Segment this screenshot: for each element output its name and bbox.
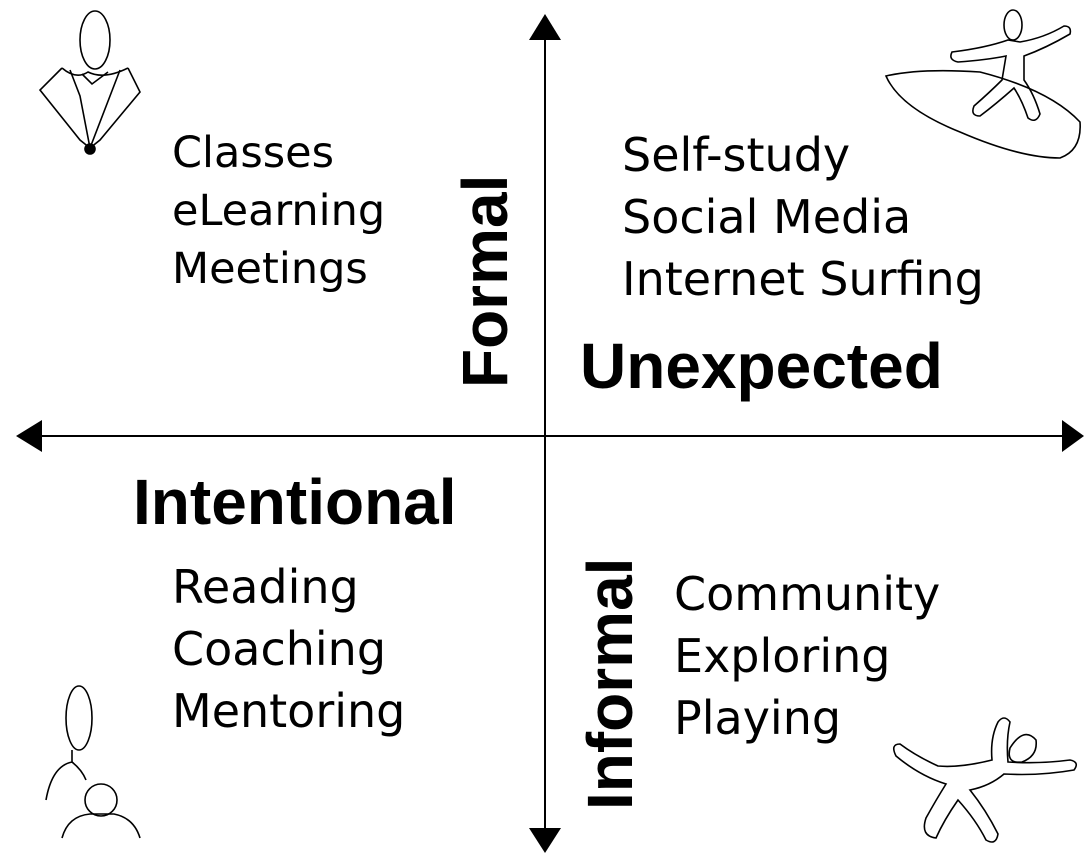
bottom-right-activity-list: Community Exploring Playing bbox=[674, 563, 940, 749]
mentor-icon bbox=[45, 685, 141, 839]
vertical-axis-up-arrow bbox=[529, 14, 561, 40]
list-item: Meetings bbox=[172, 244, 368, 294]
vertical-axis-down-arrow bbox=[529, 828, 561, 853]
list-item: Self-study bbox=[622, 128, 851, 182]
playing-figure-icon bbox=[892, 717, 1078, 843]
top-right-activity-list: Self-study Social Media Internet Surfing bbox=[622, 124, 984, 310]
horizontal-axis-left-arrow bbox=[16, 420, 42, 452]
list-item: Mentoring bbox=[172, 684, 406, 738]
list-item: Reading bbox=[172, 560, 359, 614]
surfer-icon bbox=[884, 9, 1081, 159]
unexpected-axis-label: Unexpected bbox=[580, 330, 943, 402]
horizontal-axis-right-arrow bbox=[1062, 420, 1084, 452]
top-left-activity-list: Classes eLearning Meetings bbox=[172, 124, 385, 298]
list-item: Coaching bbox=[172, 622, 387, 676]
list-item: Internet Surfing bbox=[622, 252, 984, 306]
list-item: eLearning bbox=[172, 186, 386, 236]
list-item: Community bbox=[674, 567, 941, 621]
intentional-axis-label: Intentional bbox=[133, 466, 457, 538]
list-item: Social Media bbox=[622, 190, 912, 244]
businessman-icon bbox=[38, 10, 141, 155]
list-item: Playing bbox=[674, 691, 842, 745]
informal-axis-label: Informal bbox=[574, 557, 646, 810]
list-item: Classes bbox=[172, 128, 334, 178]
bottom-left-activity-list: Reading Coaching Mentoring bbox=[172, 556, 405, 742]
formal-axis-label: Formal bbox=[449, 174, 521, 388]
list-item: Exploring bbox=[674, 629, 891, 683]
